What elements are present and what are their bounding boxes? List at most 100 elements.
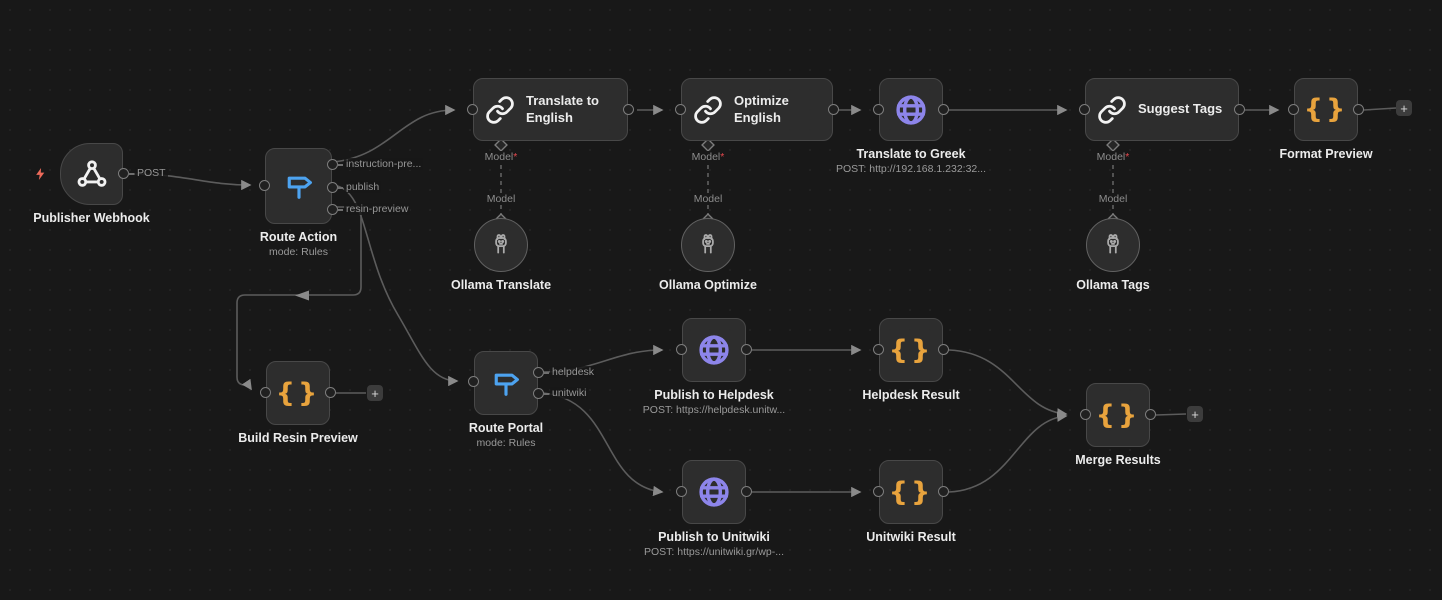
chain-link-icon xyxy=(474,95,526,125)
model-endpoint-label: Model xyxy=(690,193,726,205)
globe-icon xyxy=(880,79,942,140)
node-optimize-english[interactable]: Optimize English xyxy=(675,78,839,141)
model-port-label: Model* xyxy=(688,151,728,163)
node-publish-to-unitwiki[interactable]: Publish to Unitwiki POST: https://unitwi… xyxy=(644,460,784,558)
node-build-resin-preview[interactable]: {} Build Resin Preview xyxy=(238,361,358,445)
wire-instruction-to-translate-english[interactable] xyxy=(332,104,456,163)
globe-icon xyxy=(683,319,745,381)
chain-link-icon xyxy=(1086,95,1138,125)
node-ollama-translate[interactable]: Ollama Translate xyxy=(451,218,551,292)
input-port[interactable] xyxy=(260,387,271,398)
ollama-llama-icon xyxy=(1087,219,1139,271)
node-title: Publish to Unitwiki xyxy=(658,530,770,544)
node-title: Build Resin Preview xyxy=(238,431,358,445)
output-port-resin-preview[interactable]: resin-preview xyxy=(327,203,411,215)
model-port-diamond[interactable] xyxy=(494,138,508,152)
model-port-diamond[interactable] xyxy=(1106,138,1120,152)
output-port[interactable] xyxy=(741,486,752,497)
wire-format-preview-to-add[interactable] xyxy=(1363,107,1397,111)
node-route-portal[interactable]: helpdesk unitwiki Route Portal mode: Rul… xyxy=(468,351,597,449)
output-port[interactable] xyxy=(828,103,839,115)
output-port[interactable] xyxy=(1234,103,1245,115)
input-port[interactable] xyxy=(873,486,884,497)
output-port-label: helpdesk xyxy=(542,366,597,378)
node-ollama-tags[interactable]: Ollama Tags xyxy=(1076,218,1150,292)
node-title: Unitwiki Result xyxy=(866,530,956,544)
required-marker: * xyxy=(720,151,725,163)
globe-icon xyxy=(683,461,745,523)
output-port[interactable] xyxy=(325,387,336,398)
ollama-llama-icon xyxy=(475,219,527,271)
input-port[interactable] xyxy=(676,344,687,355)
node-subtitle: POST: https://unitwiki.gr/wp-... xyxy=(643,546,785,558)
code-braces-icon: {} xyxy=(888,334,934,366)
input-port[interactable] xyxy=(468,376,479,387)
node-title: Route Action xyxy=(259,230,338,244)
webhook-icon xyxy=(61,144,122,204)
input-port[interactable] xyxy=(1080,409,1091,420)
node-helpdesk-result[interactable]: {} Helpdesk Result xyxy=(862,318,960,402)
node-title: Route Portal xyxy=(468,421,544,435)
wire-publish-to-route-portal[interactable] xyxy=(332,184,459,387)
node-translate-to-english[interactable]: Translate to English xyxy=(467,78,634,141)
output-port[interactable] xyxy=(623,103,634,115)
input-port[interactable] xyxy=(259,180,270,191)
node-title: Helpdesk Result xyxy=(862,388,960,402)
input-port[interactable] xyxy=(1288,103,1299,115)
output-port-publish[interactable]: publish xyxy=(327,181,382,193)
node-subtitle: POST: https://helpdesk.unitw... xyxy=(642,404,786,416)
ollama-llama-icon xyxy=(682,219,734,271)
node-format-preview[interactable]: {} Format Preview xyxy=(1279,78,1373,161)
add-node-button[interactable]: + xyxy=(1187,406,1203,422)
output-port-helpdesk[interactable]: helpdesk xyxy=(533,366,597,378)
chain-link-icon xyxy=(682,95,734,125)
wire-mid-arrow xyxy=(295,290,309,301)
output-port[interactable] xyxy=(741,344,752,355)
node-ollama-optimize[interactable]: Ollama Optimize xyxy=(659,218,757,292)
add-node-button[interactable]: + xyxy=(1396,100,1412,116)
wire-helpdesk-result-to-merge[interactable] xyxy=(948,349,1068,419)
input-port[interactable] xyxy=(873,103,884,115)
node-subtitle: mode: Rules xyxy=(476,437,536,449)
add-node-button[interactable]: + xyxy=(367,385,383,401)
node-publisher-webhook[interactable]: POST Publisher Webhook xyxy=(33,143,168,225)
model-port-diamond[interactable] xyxy=(701,138,715,152)
code-braces-icon: {} xyxy=(888,476,934,508)
node-title: Format Preview xyxy=(1279,147,1373,161)
code-braces-icon: {} xyxy=(1303,94,1349,125)
output-port[interactable] xyxy=(938,486,949,497)
node-route-action[interactable]: instruction-pre... publish resin-preview… xyxy=(259,148,424,258)
input-port[interactable] xyxy=(873,344,884,355)
node-unitwiki-result[interactable]: {} Unitwiki Result xyxy=(866,460,956,544)
output-port-label: instruction-pre... xyxy=(336,158,424,170)
output-port[interactable]: POST xyxy=(118,167,168,179)
output-port-unitwiki[interactable]: unitwiki xyxy=(533,387,589,399)
node-title: Ollama Tags xyxy=(1076,278,1150,292)
node-merge-results[interactable]: {} Merge Results xyxy=(1075,383,1161,467)
model-endpoint-label: Model xyxy=(1095,193,1131,205)
wire-merge-to-add[interactable] xyxy=(1155,413,1187,416)
switch-icon xyxy=(475,352,537,414)
input-port[interactable] xyxy=(676,486,687,497)
input-port[interactable] xyxy=(1079,103,1090,115)
output-port[interactable] xyxy=(938,344,949,355)
node-title: Ollama Optimize xyxy=(659,278,757,292)
input-port[interactable] xyxy=(467,103,478,115)
output-port[interactable] xyxy=(1353,103,1364,115)
node-translate-to-greek[interactable]: Translate to Greek POST: http://192.168.… xyxy=(836,78,986,175)
wire-unitwiki-result-to-merge[interactable] xyxy=(948,411,1068,493)
input-port[interactable] xyxy=(675,103,686,115)
output-port[interactable] xyxy=(1145,409,1156,420)
model-port-label: Model* xyxy=(481,151,521,163)
output-port[interactable] xyxy=(938,103,949,115)
code-braces-icon: {} xyxy=(275,377,321,409)
output-port-label: resin-preview xyxy=(336,203,411,215)
required-marker: * xyxy=(1125,151,1130,163)
node-title: Publisher Webhook xyxy=(33,211,150,225)
node-title: Merge Results xyxy=(1075,453,1161,467)
node-publish-to-helpdesk[interactable]: Publish to Helpdesk POST: https://helpde… xyxy=(643,318,785,416)
output-port-instruction[interactable]: instruction-pre... xyxy=(327,158,424,170)
model-endpoint-label: Model xyxy=(483,193,519,205)
node-suggest-tags[interactable]: Suggest Tags xyxy=(1079,78,1245,141)
